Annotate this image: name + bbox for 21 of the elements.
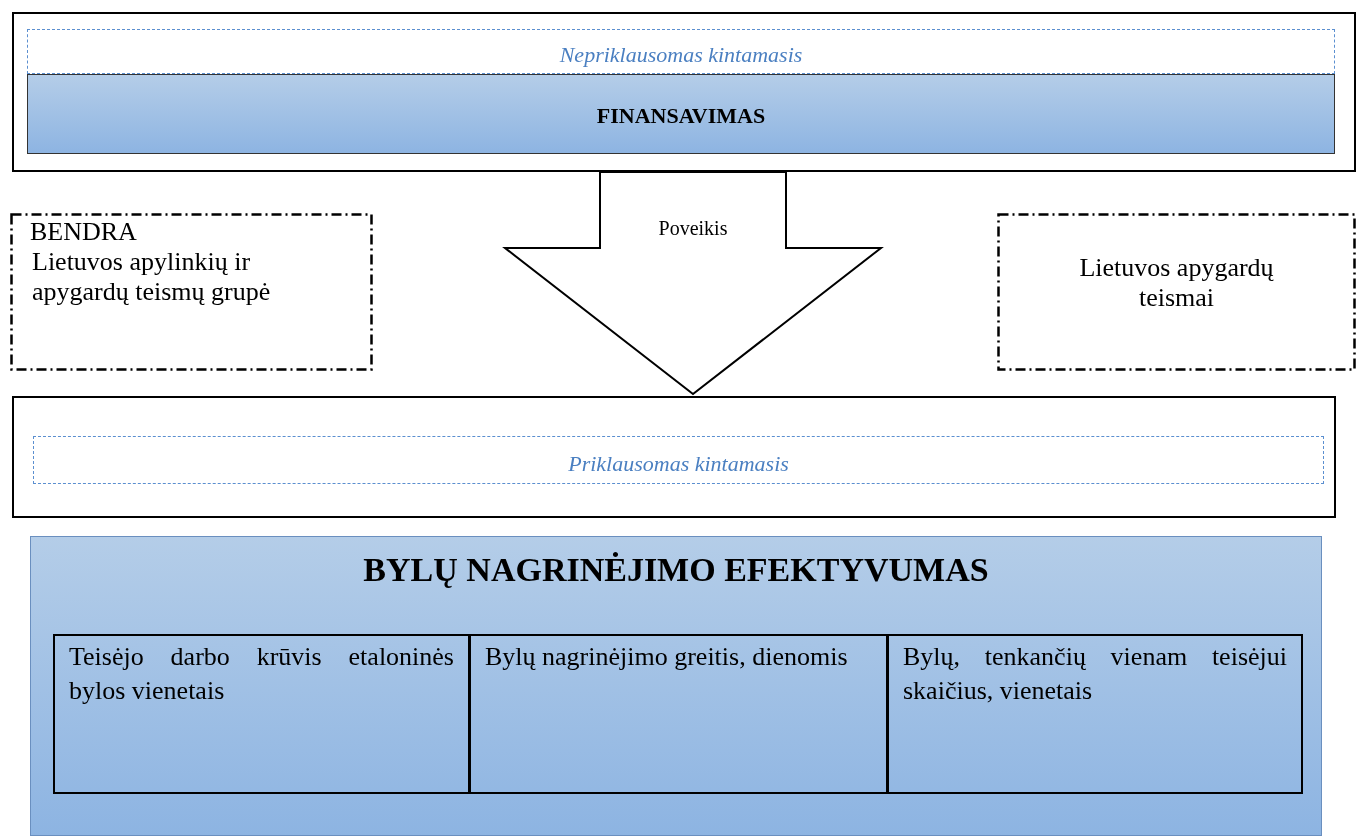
variable-band: [27, 74, 1335, 154]
variable-frame: [12, 396, 1336, 518]
indicator-cell: [53, 634, 470, 794]
node-text: Lietuvos apygardų teismai: [1078, 253, 1275, 313]
node-text: Teisėjo darbo krūvis etaloninės bylos vienetais: [69, 641, 454, 707]
node-text: FINANSAVIMAS: [595, 103, 767, 129]
indicator-cell: [887, 634, 1303, 794]
indicator-cell: [469, 634, 888, 794]
node-text: Lietuvos apylinkių ir apygardų teismų grupė: [32, 247, 272, 307]
group-box: [997, 213, 1356, 371]
group-box: [10, 213, 373, 371]
variable-label-box: [33, 436, 1324, 484]
block-arrow: [502, 171, 884, 396]
node-text: Bylų nagrinėjimo greitis, dienomis: [485, 641, 849, 673]
variable-frame: [12, 12, 1356, 172]
node-text: Nepriklausomas kintamasis: [558, 42, 804, 68]
node-text: Bylų, tenkančių vienam teisėjui skaičius, vienetais: [903, 641, 1287, 707]
group-heading: BENDRA: [30, 217, 138, 247]
panel-title: BYLŲ NAGRINĖJIMO EFEKTYVUMAS: [362, 551, 990, 589]
node-text: Priklausomas kintamasis: [567, 451, 790, 477]
outcome-panel: [30, 536, 1322, 836]
